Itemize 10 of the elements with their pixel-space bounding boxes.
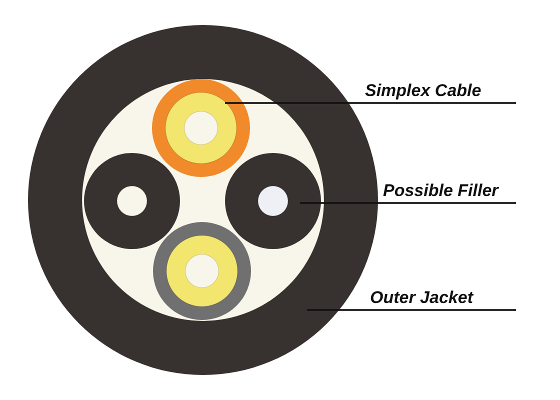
leader-line — [299, 202, 516, 204]
filler-circle — [84, 153, 180, 249]
filler-circle — [225, 153, 321, 249]
leader-line — [306, 309, 516, 311]
part-label: Outer Jacket — [370, 288, 473, 307]
leader-line — [224, 102, 516, 104]
simplex-cable-circle — [152, 79, 250, 177]
part-label: Possible Filler — [383, 181, 498, 200]
part-label: Simplex Cable — [365, 81, 482, 100]
simplex-cable-circle — [153, 222, 251, 320]
